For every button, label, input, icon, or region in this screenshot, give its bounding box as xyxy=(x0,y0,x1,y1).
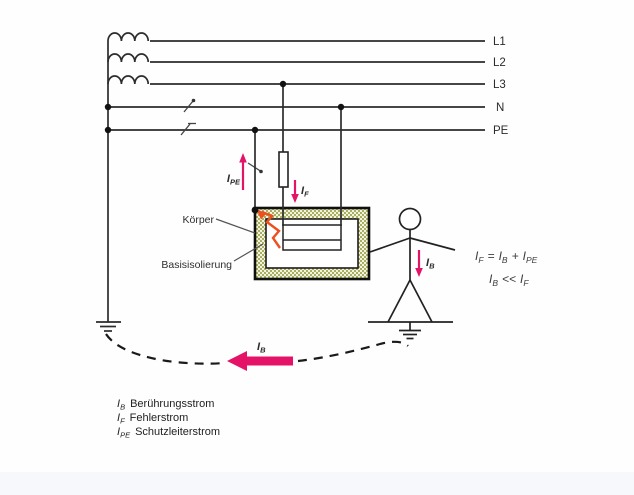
return-path-left xyxy=(105,333,225,365)
junction-pe-tap xyxy=(251,126,259,134)
n-break-dot xyxy=(191,98,196,103)
earth-symbol-source xyxy=(96,321,121,332)
bottom-strip xyxy=(0,472,634,495)
if-label: IF xyxy=(301,185,309,199)
ib-return-arrow xyxy=(227,351,293,371)
return-path-dashed xyxy=(105,333,409,365)
formula-sum: IF=IB+IPE xyxy=(475,249,538,265)
internal-load xyxy=(282,224,342,251)
person-leg-left xyxy=(387,279,411,323)
ib-person-current-arrow xyxy=(415,250,423,277)
return-path-right xyxy=(297,340,409,363)
winding-l2 xyxy=(107,53,150,63)
ipe-symbol: I xyxy=(227,173,231,185)
person-head xyxy=(398,207,422,231)
ipe-arrowhead xyxy=(239,153,247,163)
winding-l3 xyxy=(107,75,150,85)
mains-conductors xyxy=(108,40,485,131)
person-arm-right xyxy=(409,237,456,251)
fuse-symbol xyxy=(278,151,289,188)
pe-drop-break-dot xyxy=(259,169,263,174)
l3-label: L3 xyxy=(493,79,506,91)
fault-bolt-zigzag xyxy=(261,210,281,249)
ib-person-symbol: I xyxy=(426,257,430,269)
ib-return-label: IB xyxy=(257,341,266,355)
if-arrowhead xyxy=(291,194,299,203)
junction-l3-tap xyxy=(279,80,287,88)
person-leg-right xyxy=(409,279,433,323)
junction-n-tap xyxy=(337,103,345,111)
ib-person-sub: B xyxy=(429,262,435,271)
basisisolierung-label: Basisisolierung xyxy=(161,259,232,271)
n-label: N xyxy=(496,102,504,114)
junction-pe-bus xyxy=(104,126,112,134)
if-current-arrow xyxy=(291,180,299,203)
ib-return-symbol: I xyxy=(257,341,261,353)
junction-n-bus xyxy=(104,103,112,111)
junction-enclosure-corner xyxy=(251,206,259,214)
load-box xyxy=(282,224,342,251)
fault-bolt xyxy=(256,209,281,249)
ib-person-arrowhead xyxy=(415,268,423,277)
person-figure xyxy=(368,207,456,323)
person-arm-left xyxy=(369,237,411,253)
ipe-label: IPE xyxy=(227,173,241,187)
koerper-pointer xyxy=(215,218,256,234)
fault-bolt-arrowhead xyxy=(256,209,267,220)
winding-l1 xyxy=(107,32,150,42)
ib-return-sub: B xyxy=(260,346,266,355)
junction-dots xyxy=(104,80,345,214)
formula-compare: IB<<IF xyxy=(489,272,529,288)
l2-label: L2 xyxy=(493,57,506,69)
earth-symbol-person xyxy=(399,322,421,340)
koerper-label: Körper xyxy=(182,214,214,226)
ib-person-label: IB xyxy=(426,257,435,271)
basisisolierung-pointer xyxy=(233,243,264,262)
if-sub: F xyxy=(304,190,309,199)
transformer-source xyxy=(107,32,150,322)
l1-label: L1 xyxy=(493,36,506,48)
n-break-mark xyxy=(183,100,194,113)
ipe-sub: PE xyxy=(230,178,241,187)
pe-break-mark xyxy=(180,123,191,136)
ipe-current-arrow xyxy=(239,153,247,190)
pe-label: PE xyxy=(493,125,509,137)
if-symbol: I xyxy=(301,185,305,197)
